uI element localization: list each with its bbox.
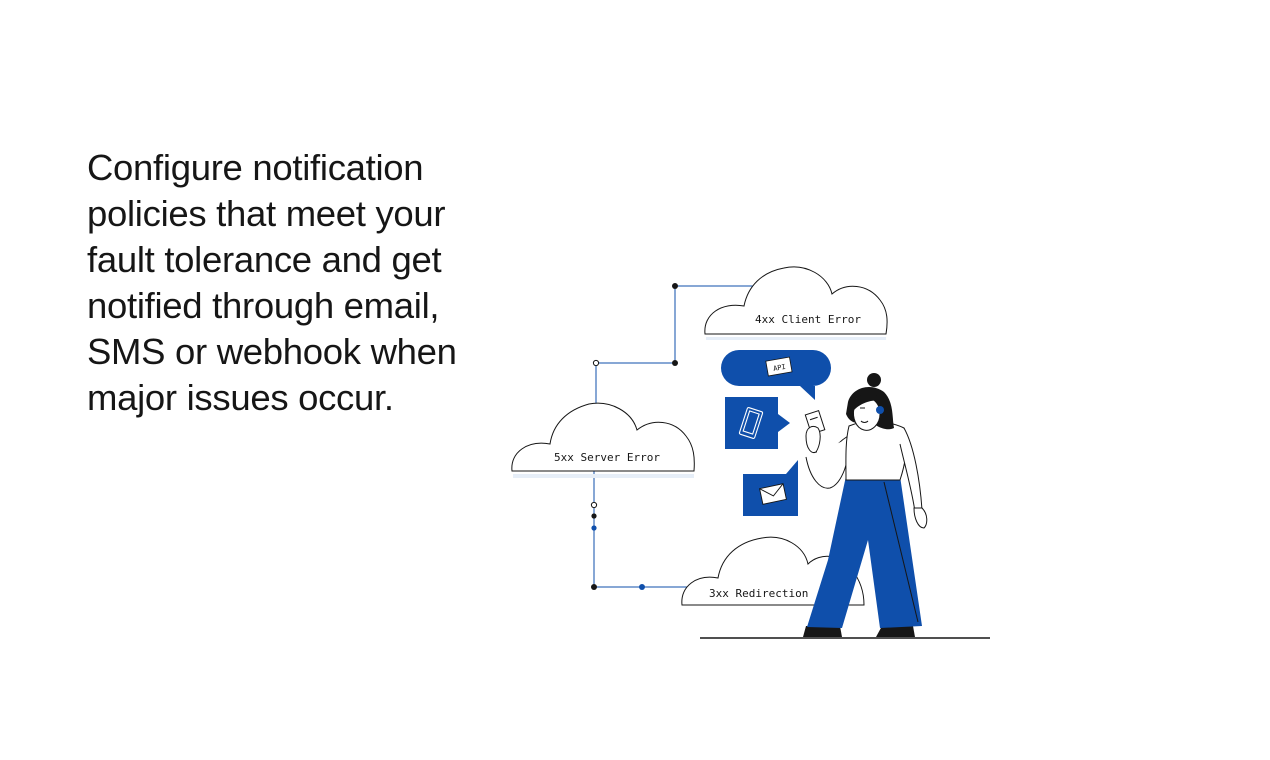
feature-description: Configure notification policies that mee… [87,145,507,421]
cloud-label-redirection: 3xx Redirection [709,587,808,600]
headline-line: fault tolerance and get [87,239,442,280]
headline-line: policies that meet your [87,193,446,234]
connector-dots [590,283,678,590]
headline-line: SMS or webhook when [87,331,457,372]
api-chat-icon: API [721,350,831,400]
cloud-label-server-error: 5xx Server Error [554,451,660,464]
cloud-server-error: 5xx Server Error [511,402,695,478]
envelope-icon [743,460,798,516]
headline-line: major issues occur. [87,377,394,418]
person-figure [803,373,928,637]
phone-icon [725,397,790,449]
headline-line: notified through email, [87,285,440,326]
headline-line: Configure notification [87,147,424,188]
api-badge: API [773,363,787,373]
cloud-label-client-error: 4xx Client Error [755,313,861,326]
cloud-client-error: 4xx Client Error [704,266,888,340]
